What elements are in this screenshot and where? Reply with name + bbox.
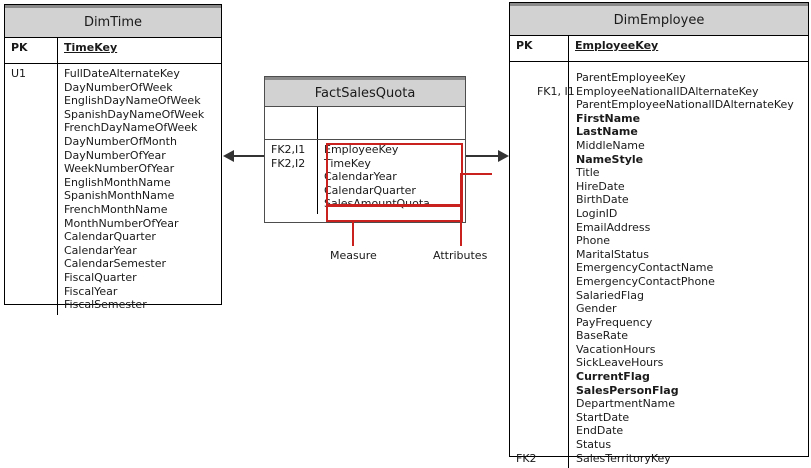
attribute-item: DayNumberOfMonth xyxy=(64,134,177,148)
leader-line-measure xyxy=(352,222,354,246)
attribute-item: Gender xyxy=(576,302,617,316)
attribute-item: CalendarQuarter xyxy=(324,183,416,197)
attribute-item: DayNumberOfWeek xyxy=(64,80,173,94)
attribute-item: CalendarYear xyxy=(324,170,397,184)
fact-measures: SalesAmountQuota xyxy=(324,197,465,211)
pk-field-dim-employee: EmployeeKey xyxy=(569,36,808,61)
attribute-item: LastName xyxy=(576,125,638,139)
attribute-item: ParentEmployeeNationalIDAlternateKey xyxy=(576,98,794,112)
attribute-item: CalendarSemester xyxy=(64,257,167,271)
pk-row-dim-employee: PK EmployeeKey xyxy=(510,36,808,62)
attribute-item: FrenchDayNameOfWeek xyxy=(64,121,198,135)
attribute-item: MonthNumberOfYear xyxy=(64,216,179,230)
pk-label-dim-time: PK xyxy=(5,38,58,63)
entity-title-fact-sales-quota: FactSalesQuota xyxy=(265,77,465,107)
leader-line-attributes-horizontal xyxy=(461,173,492,175)
attribute-item: FrenchMonthName xyxy=(64,202,168,216)
attribute-item: SalesPersonFlag xyxy=(576,383,679,397)
entity-dim-time: DimTime PK TimeKey U1 FullDateAlternateK… xyxy=(4,4,222,315)
attribute-item: BirthDate xyxy=(576,193,629,207)
attribute-item: StartDate xyxy=(576,410,630,424)
attribute-item: WeekNumberOfYear xyxy=(64,162,175,176)
attribute-item: EmployeeKey xyxy=(324,143,399,156)
attribute-item: Title xyxy=(576,166,600,180)
key-column-dim-employee: FK1, I1 FK2 xyxy=(510,62,575,468)
attribute-item: NameStyle xyxy=(576,152,644,166)
relationship-arrow-dim-employee xyxy=(498,150,509,162)
attribute-item: PayFrequency xyxy=(576,315,653,329)
attribute-item: LoginID xyxy=(576,206,618,220)
attribute-item: CurrentFlag xyxy=(576,370,650,384)
attribute-item: BaseRate xyxy=(576,329,629,343)
attribute-item: EndDate xyxy=(576,424,624,438)
entity-dim-employee: DimEmployee PK EmployeeKey FK1, I1 FK2 P… xyxy=(509,2,809,468)
attribute-item: DepartmentName xyxy=(576,397,676,411)
entity-title-dim-employee: DimEmployee xyxy=(510,3,808,36)
pk-row-fact-sales-quota xyxy=(265,107,465,140)
attribute-item: SpanishMonthName xyxy=(64,189,175,203)
attribute-item: DayNumberOfYear xyxy=(64,148,166,162)
pk-field-fact-sales-quota xyxy=(318,107,465,139)
relationship-line-dim-time xyxy=(233,155,264,157)
attribute-item: SalariedFlag xyxy=(576,288,644,302)
attribute-item: EnglishDayNameOfWeek xyxy=(64,94,201,108)
fk-top-label: FK1, I1 xyxy=(536,84,575,98)
pk-label-fact-sales-quota xyxy=(265,107,318,139)
pk-field-dim-time: TimeKey xyxy=(58,38,221,63)
attribute-item: ParentEmployeeKey xyxy=(576,71,686,84)
annotation-label-attributes: Attributes xyxy=(433,249,488,262)
attribute-item: CalendarQuarter xyxy=(64,230,156,244)
attribute-item: FiscalQuarter xyxy=(64,270,137,284)
pk-label-dim-employee: PK xyxy=(510,36,569,61)
attribute-item: MiddleName xyxy=(576,138,645,152)
attribute-item: FirstName xyxy=(576,111,641,125)
attribute-item: FiscalYear xyxy=(64,284,118,298)
attribute-item: EmergencyContactName xyxy=(576,261,714,275)
key-column-dim-time: U1 xyxy=(5,64,58,315)
relationship-arrow-dim-time xyxy=(223,150,234,162)
attribute-item: CalendarYear xyxy=(64,243,137,257)
attribute-item: FullDateAlternateKey xyxy=(64,67,180,80)
attribute-item: EnglishMonthName xyxy=(64,175,171,189)
attribute-item: SalesTerritoryKey xyxy=(576,451,671,465)
entity-title-dim-time: DimTime xyxy=(5,5,221,38)
leader-line-attributes-vertical xyxy=(460,173,462,246)
attribute-item: FK2,I2 xyxy=(271,156,306,170)
pk-row-dim-time: PK TimeKey xyxy=(5,38,221,64)
attribute-item: FK2,I1 xyxy=(271,143,306,156)
attribute-item: SickLeaveHours xyxy=(576,356,664,370)
pk-field-name-dim-employee: EmployeeKey xyxy=(575,39,659,52)
attribute-item: SpanishDayNameOfWeek xyxy=(64,107,205,121)
pk-field-name-dim-time: TimeKey xyxy=(64,41,118,54)
annotation-label-measure: Measure xyxy=(330,249,377,262)
attribute-item: EmployeeNationalIDAlternateKey xyxy=(576,84,759,98)
attribute-item: TimeKey xyxy=(324,156,371,170)
attribute-item: EmailAddress xyxy=(576,220,651,234)
attribute-item: Phone xyxy=(576,234,611,248)
attribute-item: Status xyxy=(576,438,612,452)
relationship-line-dim-employee xyxy=(466,155,505,157)
attribute-item: SalesAmountQuota xyxy=(324,197,430,211)
attribute-item: MaritalStatus xyxy=(576,247,649,261)
attribute-item: HireDate xyxy=(576,179,625,193)
attribute-item: VacationHours xyxy=(576,342,656,356)
fk-bottom-label: FK2 xyxy=(516,451,537,465)
attribute-item: EmergencyContactPhone xyxy=(576,274,715,288)
attribute-item: FiscalSemester xyxy=(64,298,147,312)
